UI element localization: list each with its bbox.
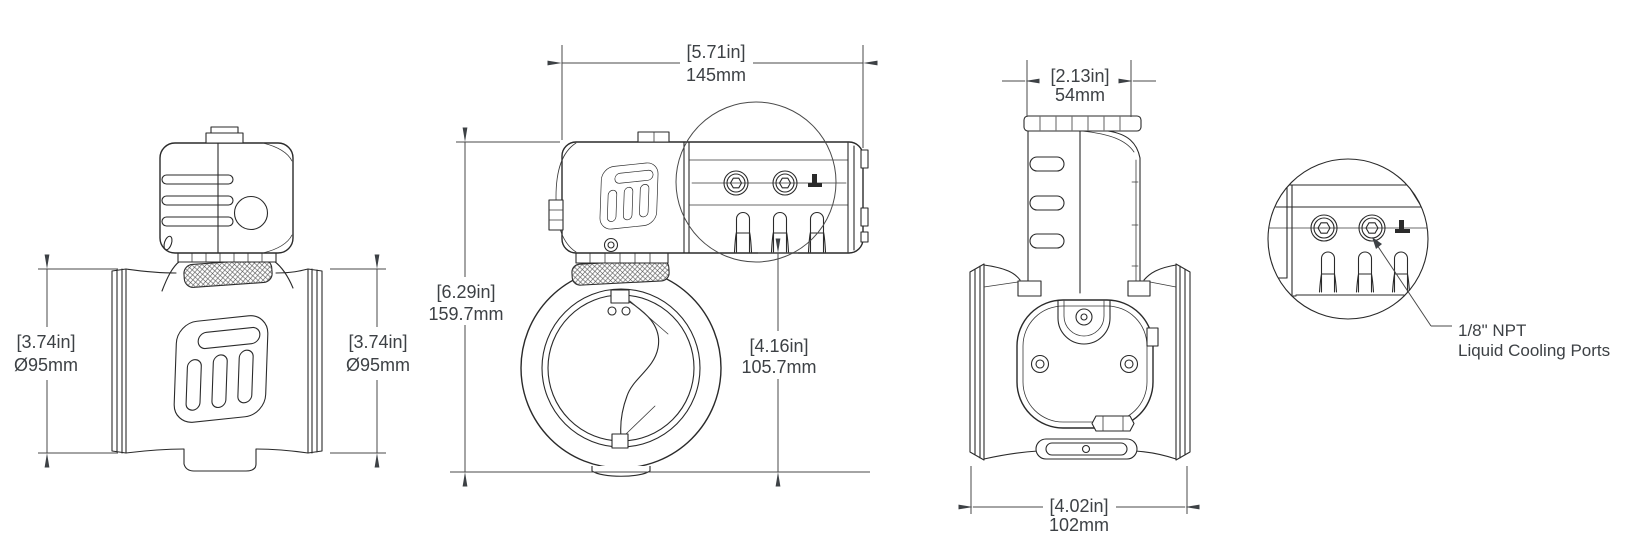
mount-block: [1017, 280, 1042, 297]
cooling-fin-slot: [161, 174, 234, 185]
view-side-right: [2.13in] 54mm [4.02in] 102mm: [958, 60, 1200, 535]
bleed-fitting-icon: [1395, 220, 1410, 233]
cap-screw: [1030, 354, 1050, 374]
dim-text-inches: [3.74in]: [348, 332, 407, 352]
top-boss: [637, 131, 670, 143]
detail-callout-circle: [675, 101, 837, 263]
dim-text-mm: Ø95mm: [346, 355, 410, 375]
dim-text-inches: [4.02in]: [1049, 496, 1108, 516]
cooling-fin-slot: [1029, 195, 1065, 211]
mount-block: [1127, 280, 1151, 297]
hex-fitting: [1091, 415, 1135, 432]
view-side-left: [3.74in] Ø95mm [3.74in] Ø95mm: [14, 126, 410, 472]
valve-tube: [111, 268, 323, 472]
callout-text-line1: 1/8" NPT: [1458, 321, 1526, 340]
dim-overall-width: [5.71in] 145mm: [547, 42, 878, 148]
end-cap: [847, 142, 869, 253]
shaft-center: [1075, 308, 1093, 326]
dim-diameter-left: [3.74in] Ø95mm: [14, 254, 118, 468]
dim-body-height: [4.16in] 105.7mm: [741, 238, 817, 487]
pivot-screw: [603, 237, 619, 253]
dim-text-inches: [3.74in]: [16, 332, 75, 352]
flange-left: [969, 263, 985, 461]
dim-text-inches: [6.29in]: [436, 282, 495, 302]
leader-arrowhead: [1372, 237, 1382, 249]
cooling-port: [723, 170, 749, 196]
outlet-boss: [183, 449, 257, 472]
side-tab: [1146, 327, 1159, 347]
cooling-port: [1310, 214, 1338, 242]
actuator-mount: [161, 249, 294, 292]
dim-text-mm: Ø95mm: [14, 355, 78, 375]
flange-right: [307, 268, 323, 454]
screw-detail: [163, 235, 173, 251]
flange-left: [111, 268, 127, 454]
dim-text-mm: 105.7mm: [741, 357, 816, 377]
view-detail: 1/8" NPT Liquid Cooling Ports: [1267, 158, 1610, 360]
bottom-boss: [591, 466, 651, 477]
cooling-fin-slot: [1029, 156, 1065, 172]
dim-overall-height: [6.29in] 159.7mm: [428, 127, 870, 487]
cooling-fin-slot: [161, 216, 234, 227]
top-boss: [205, 132, 244, 144]
top-cap: [1023, 115, 1142, 132]
bleed-fitting-icon: [808, 174, 822, 187]
cooling-port: [1358, 214, 1386, 242]
callout-leader: [1372, 237, 1452, 327]
actuator-end: [983, 115, 1177, 297]
dim-text-mm: 102mm: [1049, 515, 1109, 535]
bottom-recess: [1035, 438, 1138, 460]
connector-port: [233, 195, 269, 231]
cooling-fin-slot: [161, 195, 234, 206]
view-front: [5.71in] 145mm [6.29in] 159.7mm [4.16in]…: [428, 42, 878, 487]
dim-text-mm: 145mm: [686, 65, 746, 85]
cooling-port: [772, 170, 798, 196]
actuator-mount: [571, 250, 670, 286]
dim-text-inches: [4.16in]: [749, 336, 808, 356]
dim-actuator-width: [2.13in] 54mm: [1002, 60, 1156, 117]
dim-diameter-right: [3.74in] Ø95mm: [330, 254, 410, 468]
dim-text-inches: [2.13in]: [1050, 66, 1109, 86]
plate-stop-top: [610, 289, 630, 304]
detail-boundary-circle: [1267, 158, 1429, 320]
flange-right: [1175, 263, 1191, 461]
valve-tube-end: [969, 263, 1191, 461]
dim-text-inches: [5.71in]: [686, 42, 745, 62]
actuator-housing: [159, 126, 294, 254]
plate-stop-bottom: [611, 433, 629, 449]
cap-screw: [1119, 354, 1139, 374]
turbosmart-logo-icon: [162, 313, 280, 425]
dim-text-mm: 159.7mm: [428, 304, 503, 324]
side-fitting: [548, 199, 564, 231]
dim-tube-width: [4.02in] 102mm: [958, 466, 1200, 535]
callout-text-line2: Liquid Cooling Ports: [1458, 341, 1610, 360]
actuator-housing: [548, 131, 869, 254]
valve-bore: [520, 267, 722, 477]
actuator-base-cap: [1016, 299, 1159, 432]
cooling-fin-slot: [1029, 233, 1065, 249]
dim-text-mm: 54mm: [1055, 85, 1105, 105]
